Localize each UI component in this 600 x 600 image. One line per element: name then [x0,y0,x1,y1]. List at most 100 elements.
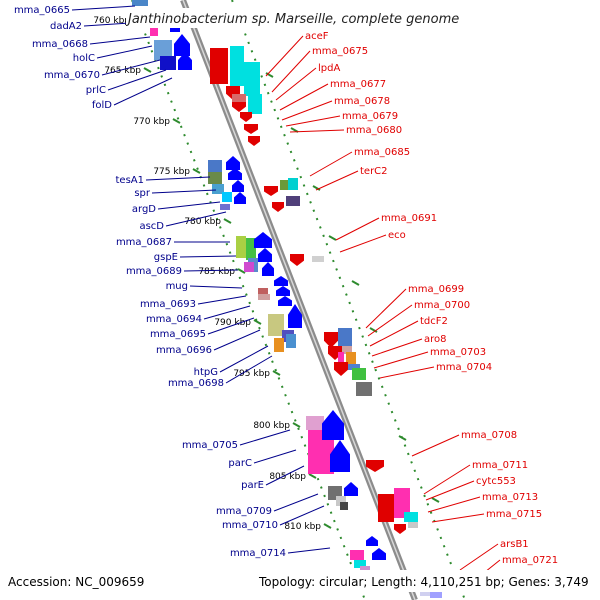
gene-feature [308,430,324,474]
gene-arrow [324,332,338,348]
left-gene-label[interactable]: tesA1 [116,175,145,186]
gene-arrow [226,156,240,170]
right-gene-label[interactable]: aceF [305,31,329,42]
label-leader [459,543,499,571]
label-leaders [71,5,501,585]
gene-feature [356,382,372,396]
accession-text: Accession: NC_009659 [8,575,144,589]
gene-feature [306,416,324,430]
left-gene-label[interactable]: mug [166,281,188,292]
left-gene-label[interactable]: argD [132,204,156,215]
right-gene-label[interactable]: mma_0721 [502,555,558,566]
label-leader [271,50,311,93]
footer-background [0,570,600,592]
right-gene-label[interactable]: mma_0677 [330,79,386,90]
label-leader [145,176,211,181]
left-gene-label[interactable]: mma_0705 [182,440,238,451]
left-gene-label[interactable]: dadA2 [50,21,82,32]
left-gene-label[interactable]: mma_0689 [126,266,182,277]
gene-feature [154,40,172,60]
label-leader [165,211,227,227]
left-gene-label[interactable]: mma_0665 [14,5,70,16]
tick-label: 810 kbp [284,522,321,532]
left-gene-label[interactable]: mma_0695 [150,329,206,340]
left-gene-label[interactable]: htpG [194,367,218,378]
right-gene-label[interactable]: tdcF2 [420,316,448,327]
gene-feature [236,236,246,258]
right-gene-label[interactable]: arsB1 [500,539,529,550]
gene-feature [160,56,176,70]
gene-arrow [276,286,290,296]
left-gene-label[interactable]: parC [228,458,252,469]
gene-arrow [262,262,274,276]
gene-arrow [232,100,246,112]
genome-backbone-highlight [182,0,416,600]
left-gene-label[interactable]: mma_0687 [116,237,172,248]
gene-feature [338,328,352,346]
left-gene-label[interactable]: mma_0694 [146,314,202,325]
right-gene-label[interactable]: mma_0675 [312,46,368,57]
right-gene-label[interactable]: terC2 [360,166,388,177]
label-leader [273,493,319,512]
right-gene-label[interactable]: cytc553 [476,476,516,487]
gene-feature [244,262,254,272]
label-leader [315,170,359,191]
left-gene-label[interactable]: mma_0709 [216,506,272,517]
right-gene-label[interactable]: mma_0704 [436,362,492,373]
gene-arrow [272,202,284,212]
right-gene-label[interactable]: mma_0713 [482,492,538,503]
gene-feature [132,0,148,6]
label-leader [275,67,317,101]
minor-tick-mark [312,185,321,191]
left-gene-label[interactable]: mma_0698 [168,378,224,389]
right-gene-label[interactable]: mma_0699 [408,284,464,295]
gene-arrow [334,362,348,376]
right-gene-label[interactable]: mma_0703 [430,347,486,358]
right-gene-label[interactable]: mma_0700 [414,300,470,311]
left-gene-label[interactable]: ascD [139,221,164,232]
left-gene-label[interactable]: mma_0693 [140,299,196,310]
left-gene-label[interactable]: mma_0714 [230,548,286,559]
right-gene-label[interactable]: mma_0685 [354,147,410,158]
left-gene-label[interactable]: spr [134,188,151,199]
right-gene-label[interactable]: mma_0680 [346,125,402,136]
left-gene-label[interactable]: holC [73,53,95,64]
left-gene-label[interactable]: folD [92,100,112,111]
right-gene-label[interactable]: mma_0691 [381,213,437,224]
right-gene-label[interactable]: mma_0715 [486,509,542,520]
right-gene-label[interactable]: eco [388,230,406,241]
left-gene-label[interactable]: mma_0696 [156,345,212,356]
label-leader [285,115,341,127]
tick-label: 795 kbp [233,369,270,379]
label-leader [427,496,481,513]
gene-feature [274,338,284,352]
gene-arrow [366,536,378,546]
gene-feature [232,94,246,102]
right-gene-label[interactable]: aro8 [424,334,447,345]
gene-arrow [288,304,302,328]
gene-feature [350,550,364,560]
gene-arrow [366,460,384,472]
label-leader [423,464,471,495]
tick-mark [292,422,301,428]
label-leader [265,35,304,77]
gene-feature [286,196,300,206]
left-gene-label[interactable]: parE [241,480,264,491]
right-gene-label[interactable]: mma_0679 [342,111,398,122]
label-leader [281,100,333,121]
right-gene-label[interactable]: lpdA [318,63,340,74]
left-gene-label[interactable]: mma_0668 [32,39,88,50]
gene-arrow [178,52,192,70]
right-gene-label[interactable]: mma_0711 [472,460,528,471]
gene-arrow [322,410,344,440]
left-gene-label[interactable]: mma_0710 [222,520,278,531]
right-gene-label[interactable]: mma_0708 [461,430,517,441]
right-gene-label[interactable]: mma_0678 [334,96,390,107]
left-gene-label[interactable]: prlC [86,85,106,96]
gene-feature [312,256,324,262]
gene-feature [212,184,224,194]
left-gene-label[interactable]: gspE [154,252,178,263]
tick-label: 780 kbp [184,217,221,227]
left-gene-label[interactable]: mma_0670 [44,70,100,81]
